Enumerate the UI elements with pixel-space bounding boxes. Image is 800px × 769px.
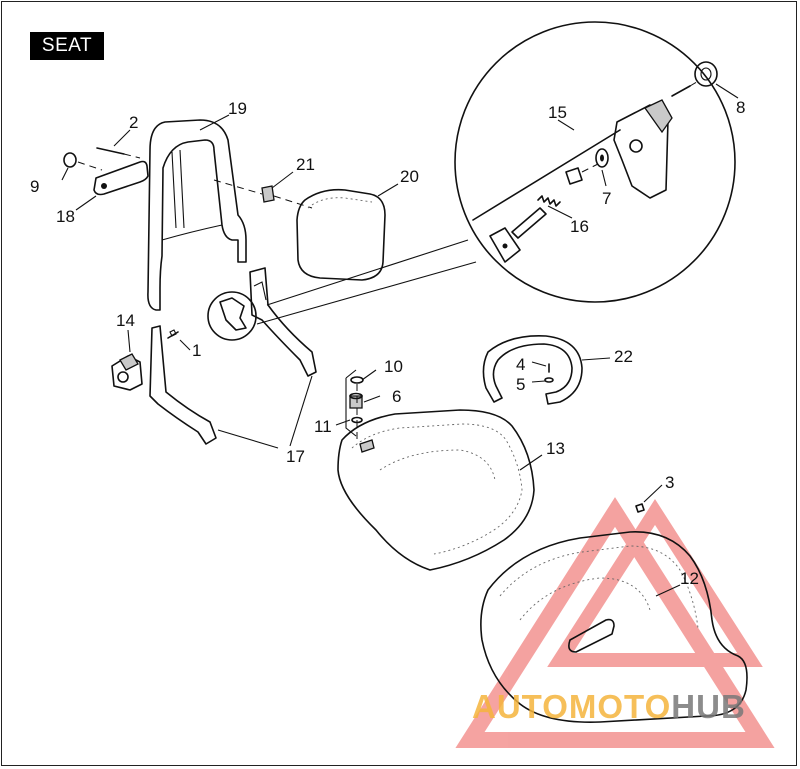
detail-mount-edge <box>472 129 621 221</box>
bushing-21 <box>261 185 275 203</box>
detail-pin <box>565 167 583 185</box>
callout-12: 12 <box>680 569 699 588</box>
callout-6: 6 <box>392 387 401 406</box>
callout-9: 9 <box>30 177 39 196</box>
callout-11: 11 <box>314 417 332 436</box>
detail-bracket-piece <box>489 227 521 263</box>
callout-15: 15 <box>548 103 567 122</box>
callout-labels: 1 2 3 4 5 6 7 8 9 10 11 12 13 14 15 16 1… <box>30 98 745 588</box>
washer-10 <box>350 376 364 384</box>
callout-10: 10 <box>384 357 403 376</box>
side-plate-17-right <box>249 267 317 377</box>
detail-plunger <box>511 207 547 239</box>
watermark-text-part2: HUB <box>671 688 746 725</box>
ring-8 <box>694 61 718 87</box>
rear-seat-13-mount <box>359 439 375 453</box>
callout-18: 18 <box>56 207 75 226</box>
washer-5 <box>544 377 554 383</box>
latch-14-handle <box>119 353 139 371</box>
strap-22 <box>482 335 583 405</box>
latch-14-pivot <box>117 371 129 383</box>
fastener-bracket-11 <box>345 369 357 437</box>
pad-20-stitch <box>307 197 373 209</box>
detail-bracket-hole <box>502 243 508 249</box>
detail-latch-handle <box>644 99 673 134</box>
front-seat-12-slot <box>568 618 615 653</box>
ring-8-inner <box>700 67 712 81</box>
callout-13: 13 <box>546 439 565 458</box>
diagram-title: SEAT <box>30 32 104 60</box>
callout-16: 16 <box>570 217 589 236</box>
backrest-upright-crossbar <box>161 224 223 241</box>
detail-dash-pin <box>581 163 599 173</box>
callout-21: 21 <box>296 155 315 174</box>
washer-7-hole <box>600 154 604 162</box>
front-seat-12 <box>480 531 748 723</box>
zoom-source-circle <box>207 291 257 341</box>
detail-inset-circle <box>454 21 736 303</box>
bracket-18-hole <box>101 183 107 189</box>
callout-22: 22 <box>614 347 633 366</box>
rear-seat-13-stitch-outer <box>351 423 523 555</box>
watermark-text-part1: AUTOMOTO <box>472 688 672 725</box>
callout-4: 4 <box>516 355 525 374</box>
callout-19: 19 <box>228 99 247 118</box>
dash-ring-9 <box>77 161 103 171</box>
rear-seat-13 <box>337 409 535 571</box>
ring-9 <box>63 152 77 168</box>
latch-small <box>219 297 247 331</box>
dash-bushing-21 <box>213 179 263 195</box>
front-seat-12-stitch-outer <box>499 545 699 629</box>
nut-6-top <box>349 392 363 400</box>
callout-5: 5 <box>516 375 525 394</box>
rear-seat-13-stitch-inner <box>379 449 496 481</box>
front-seat-12-stitch-inner <box>519 577 651 621</box>
screw-3 <box>635 503 645 513</box>
callout-20: 20 <box>400 167 419 186</box>
callout-17: 17 <box>286 447 305 466</box>
leader-lines <box>61 83 739 597</box>
detail-screw <box>671 85 691 97</box>
spring-16 <box>537 195 561 207</box>
callout-3: 3 <box>665 473 674 492</box>
backrest-upright-inner-bars <box>171 149 185 229</box>
backrest-pad-20 <box>296 188 386 281</box>
side-plate-right-detail <box>253 281 267 301</box>
detail-latch-pivot <box>629 139 643 153</box>
watermark-text: AUTOMOTOHUB <box>472 688 746 726</box>
detail-dash-screw <box>689 79 701 87</box>
detail-connector-line-bottom <box>256 261 477 325</box>
side-plate-17-left <box>149 325 217 445</box>
callout-14: 14 <box>116 311 135 330</box>
backrest-upright-19 <box>147 119 247 311</box>
dash-pad-20 <box>273 195 313 209</box>
callout-8: 8 <box>736 98 745 117</box>
screw-1-head <box>169 329 177 337</box>
mount-bracket-18 <box>93 160 149 196</box>
callout-1: 1 <box>192 341 201 360</box>
callout-7: 7 <box>602 189 611 208</box>
screw-2 <box>96 147 125 155</box>
washer-7 <box>595 148 609 168</box>
dash-screw-2 <box>123 153 141 159</box>
watermark-logo <box>455 497 775 748</box>
detail-connector-line-top <box>266 239 469 306</box>
callout-2: 2 <box>129 113 138 132</box>
